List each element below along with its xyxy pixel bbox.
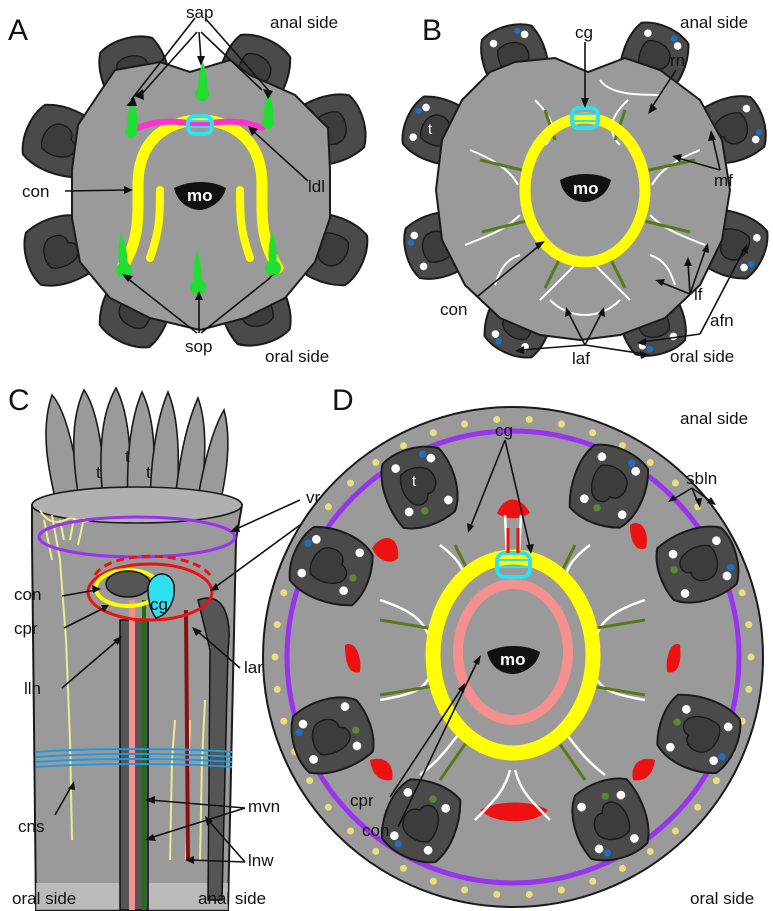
panel-d-cg-label: cg bbox=[495, 421, 513, 440]
panel-b-cg-label: cg bbox=[575, 23, 593, 42]
sbln-dot bbox=[461, 420, 468, 427]
panel-c-con-label: con bbox=[14, 585, 41, 604]
sap-organ bbox=[125, 126, 137, 138]
sbln-dot bbox=[745, 686, 752, 693]
sbln-dot bbox=[558, 887, 565, 894]
sbln-dot bbox=[672, 827, 679, 834]
panel-b-lf-label: lf bbox=[694, 285, 703, 304]
panel-d-anal-side: anal side bbox=[680, 409, 748, 428]
sbln-dot bbox=[325, 804, 332, 811]
sap-organ bbox=[195, 87, 209, 101]
sop-organ bbox=[265, 260, 281, 276]
panel-c-oral-side: oral side bbox=[12, 889, 76, 908]
sbln-dot bbox=[274, 686, 281, 693]
sbln-dot bbox=[493, 891, 500, 898]
sbln-dot bbox=[347, 480, 354, 487]
panel-d-mo-label: mo bbox=[500, 650, 526, 669]
panel-b-rn-label: rn bbox=[670, 51, 685, 70]
panel-c-letter: C bbox=[8, 384, 30, 417]
panel-c-mouth-disk bbox=[106, 571, 150, 597]
sbln-dot bbox=[713, 777, 720, 784]
sap-organ bbox=[262, 117, 274, 129]
panel-c-t-label: t bbox=[125, 447, 130, 466]
panel-b-mo-label: mo bbox=[573, 179, 599, 198]
panel-b-con-label: con bbox=[440, 300, 467, 319]
panel-d-letter: D bbox=[332, 384, 354, 417]
panel-c-mvn-label: mvn bbox=[248, 797, 280, 816]
sbln-dot bbox=[400, 442, 407, 449]
sbln-dot bbox=[558, 420, 565, 427]
panel-a: t mo bbox=[8, 3, 374, 366]
sbln-dot bbox=[372, 848, 379, 855]
sbln-dot bbox=[430, 878, 437, 885]
sbln-dot bbox=[739, 589, 746, 596]
panel-a-letter: A bbox=[8, 14, 28, 47]
sbln-dot bbox=[272, 654, 279, 661]
panel-b-letter: B bbox=[422, 14, 442, 47]
panel-a-mo-label: mo bbox=[187, 186, 213, 205]
panel-a-ldl-label: ldl bbox=[308, 177, 325, 196]
panel-a-sop-label: sop bbox=[185, 337, 212, 356]
panel-b-laf-label: laf bbox=[572, 349, 590, 368]
sbln-dot bbox=[589, 429, 596, 436]
sbln-dot bbox=[274, 621, 281, 628]
panel-d-oral-side: oral side bbox=[690, 889, 754, 908]
panel-c-t-label: t bbox=[96, 463, 101, 482]
sbln-dot bbox=[325, 503, 332, 510]
sbln-dot bbox=[647, 459, 654, 466]
panel-b-afn-label: afn bbox=[710, 311, 734, 330]
panel-d-cpr-label: cpr bbox=[350, 791, 374, 810]
sbln-dot bbox=[672, 480, 679, 487]
sbln-dot bbox=[745, 621, 752, 628]
panel-c-lan-line bbox=[186, 610, 188, 860]
sbln-dot bbox=[526, 416, 533, 423]
sbln-dot bbox=[347, 827, 354, 834]
panel-c-lnw-label: lnw bbox=[248, 851, 274, 870]
panel-b-mf-label: mf bbox=[714, 171, 733, 190]
panel-c-cpr-label: cpr bbox=[14, 619, 38, 638]
sbln-dot bbox=[430, 429, 437, 436]
panel-c-anal-side: anal side bbox=[198, 889, 266, 908]
panel-d-con-label: con bbox=[362, 821, 389, 840]
panel-d-sbln-label: sbln bbox=[686, 469, 717, 488]
sbln-dot bbox=[461, 887, 468, 894]
panel-c-t-label: t bbox=[146, 463, 151, 482]
sbln-dot bbox=[280, 589, 287, 596]
sbln-dot bbox=[619, 865, 626, 872]
panel-a-con-label: con bbox=[22, 182, 49, 201]
panel-b: t bbox=[396, 13, 773, 368]
panel-c-lln-label: lln bbox=[24, 679, 41, 698]
sbln-dot bbox=[306, 777, 313, 784]
panel-a-sap-label: sap bbox=[186, 3, 213, 22]
panel-b-oral-side: oral side bbox=[670, 347, 734, 366]
sbln-dot bbox=[280, 718, 287, 725]
panel-d: t bbox=[263, 384, 763, 908]
sbln-dot bbox=[372, 459, 379, 466]
sbln-dot bbox=[647, 848, 654, 855]
sbln-dot bbox=[400, 865, 407, 872]
panel-a-anal-side: anal side bbox=[270, 13, 338, 32]
sop-organ bbox=[190, 279, 206, 295]
sbln-dot bbox=[526, 891, 533, 898]
panel-c-cns-label: cns bbox=[18, 817, 44, 836]
panel-c-cg-label: cg bbox=[150, 595, 168, 614]
panel-a-oral-side: oral side bbox=[265, 347, 329, 366]
sbln-dot bbox=[694, 804, 701, 811]
sbln-dot bbox=[589, 878, 596, 885]
panel-b-anal-side: anal side bbox=[680, 13, 748, 32]
sbln-dot bbox=[748, 654, 755, 661]
